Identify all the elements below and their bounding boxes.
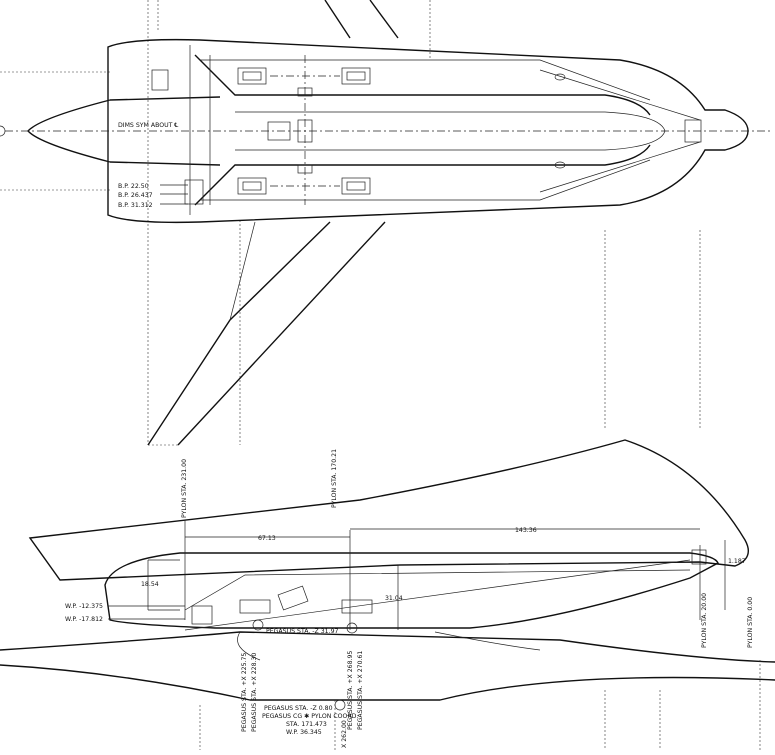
cg-label-1: PEGASUS CG ✱ PYLON COORD. xyxy=(262,713,358,720)
wing-profile xyxy=(28,439,749,581)
pylon-0-label: PYLON STA. 0.00 xyxy=(747,597,754,648)
pegasus-x1b-label: PEGASUS STA. +X 228.30 xyxy=(251,653,258,732)
pylon-profile xyxy=(104,552,719,629)
top-view: DIMS SYM ABOUT ℄ B.P. 22.50 B.P. 26.437 … xyxy=(0,0,770,446)
pegasus-x2b-label: PEGASUS STA. +X 270.61 xyxy=(357,651,364,730)
pylon-20-label: PYLON STA. 20.00 xyxy=(701,593,708,648)
dim-143: 143.36 xyxy=(515,527,537,534)
pegasus-z-label: PEGASUS STA. -Z 31.97 xyxy=(266,628,339,635)
bp-label-2: B.P. 26.437 xyxy=(118,192,153,199)
dim-67: 67.13 xyxy=(258,535,276,542)
cg-symbol xyxy=(334,699,346,711)
dims-note: DIMS SYM ABOUT ℄ xyxy=(118,122,178,129)
pegasus-lower-line xyxy=(0,664,775,701)
wp-label-2: W.P. -17.812 xyxy=(65,616,103,623)
bp-label-1: B.P. 22.50 xyxy=(118,183,149,190)
wing-upper-edge xyxy=(324,0,351,39)
bp-label-3: B.P. 31.312 xyxy=(118,202,153,209)
pylon-231-label: PYLON STA. 231.00 xyxy=(181,459,188,518)
pegasus-z0-label: PEGASUS STA. -Z 0.80 xyxy=(264,705,333,712)
wing-lower-trailing-edge xyxy=(177,221,386,446)
pylon-170-label: PYLON STA. 170.21 xyxy=(331,449,338,508)
dim-18: 18.54 xyxy=(141,581,159,588)
wing-lower-leading-edge xyxy=(147,221,331,446)
dim-31: 31.04 xyxy=(385,595,403,602)
pegasus-x1a-label: PEGASUS STA. +X 225.75 xyxy=(241,653,248,732)
bottom-x-label: X 262.00 xyxy=(341,720,348,748)
cg-label-2: STA. 171.473 xyxy=(286,721,327,728)
dim-1187: 1.187 xyxy=(728,558,746,565)
side-view: 67.13 143.36 18.54 31.04 1.187 W.P. -12.… xyxy=(0,439,775,750)
pegasus-x2a-label: PEGASUS STA. +X 268.95 xyxy=(347,651,354,730)
cg-label-3: W.P. 36.345 xyxy=(286,729,322,736)
wp-label-1: W.P. -12.375 xyxy=(65,603,103,610)
pegasus-upper-line xyxy=(0,631,775,663)
